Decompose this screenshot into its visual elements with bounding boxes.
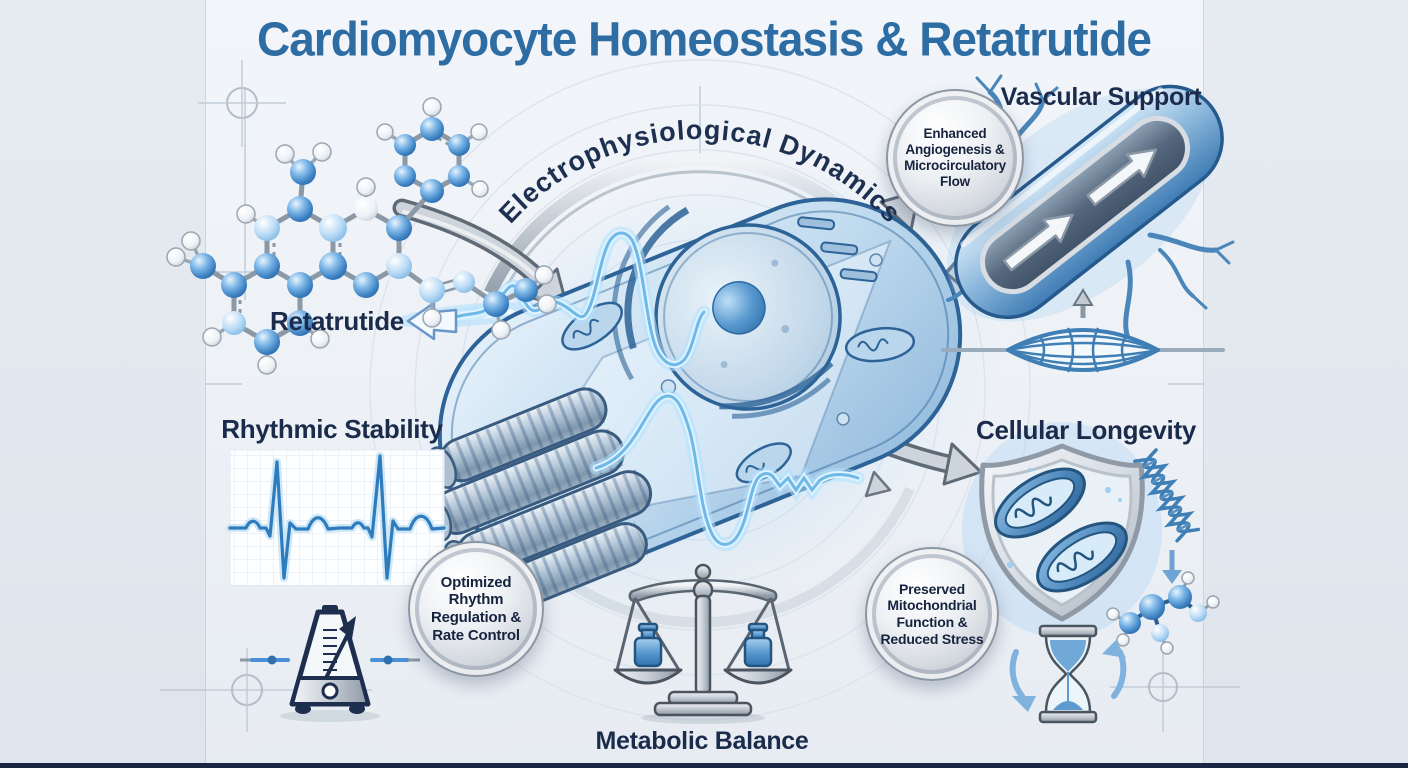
action-potential-wave-icon — [406, 226, 711, 372]
crosshair-mark — [1148, 672, 1178, 702]
cellular-longevity-label: Cellular Longevity — [976, 415, 1196, 445]
vascular-benefit-badge: Enhanced Angiogenesis & Microcirculatory… — [886, 89, 1024, 227]
blood-vessel-icon — [946, 74, 1235, 341]
flow-arrow-icon — [1002, 148, 1158, 272]
mitochondria-icon — [1036, 521, 1128, 593]
mitochondrion-icon — [844, 326, 916, 363]
metabolic-balance-label: Metabolic Balance — [595, 727, 809, 755]
down-arrow-icon — [1162, 550, 1182, 584]
capillary-mesh-icon — [941, 288, 1225, 373]
scale-weight-icon — [633, 622, 663, 668]
vascular-support-label: Vascular Support — [1000, 83, 1202, 111]
rhythmic-stability-label: Rhythmic Stability — [221, 414, 443, 444]
retatrutide-label: Retatrutide — [270, 306, 404, 336]
mesh-up-arrow-icon — [1072, 288, 1094, 318]
ecg-wave-icon — [589, 389, 892, 551]
mitochondrial-benefit-text: Preserved Mitochondrial Function & Reduc… — [880, 580, 984, 647]
small-molecule-icon — [1106, 571, 1220, 655]
metronome-icon — [240, 605, 420, 722]
crosshair-mark — [231, 648, 263, 732]
tempo-slider-icon — [240, 655, 420, 665]
rhythm-benefit-badge: Optimized Rhythm Regulation & Rate Contr… — [408, 541, 544, 677]
ecg-trace-icon — [226, 449, 448, 587]
hourglass-icon — [1009, 624, 1127, 724]
scale-weight-icon — [743, 622, 773, 668]
crosshair-mark — [198, 60, 286, 147]
page-title: Cardiomyocyte Homeostasis & Retatrutide — [256, 11, 1152, 67]
longevity-shield-icon — [962, 422, 1162, 638]
right-margin — [1203, 0, 1408, 768]
dna-icon — [1133, 448, 1201, 543]
vascular-benefit-text: Enhanced Angiogenesis & Microcirculatory… — [904, 126, 1006, 189]
balance-scale-icon — [613, 563, 793, 724]
footer-bar — [0, 763, 1408, 768]
mitochondrial-benefit-badge: Preserved Mitochondrial Function & Reduc… — [865, 547, 999, 681]
retatrutide-molecule-icon — [166, 97, 557, 375]
rhythm-benefit-text: Optimized Rhythm Regulation & Rate Contr… — [430, 573, 522, 644]
left-margin — [0, 0, 206, 768]
mitochondria-icon — [994, 467, 1086, 539]
